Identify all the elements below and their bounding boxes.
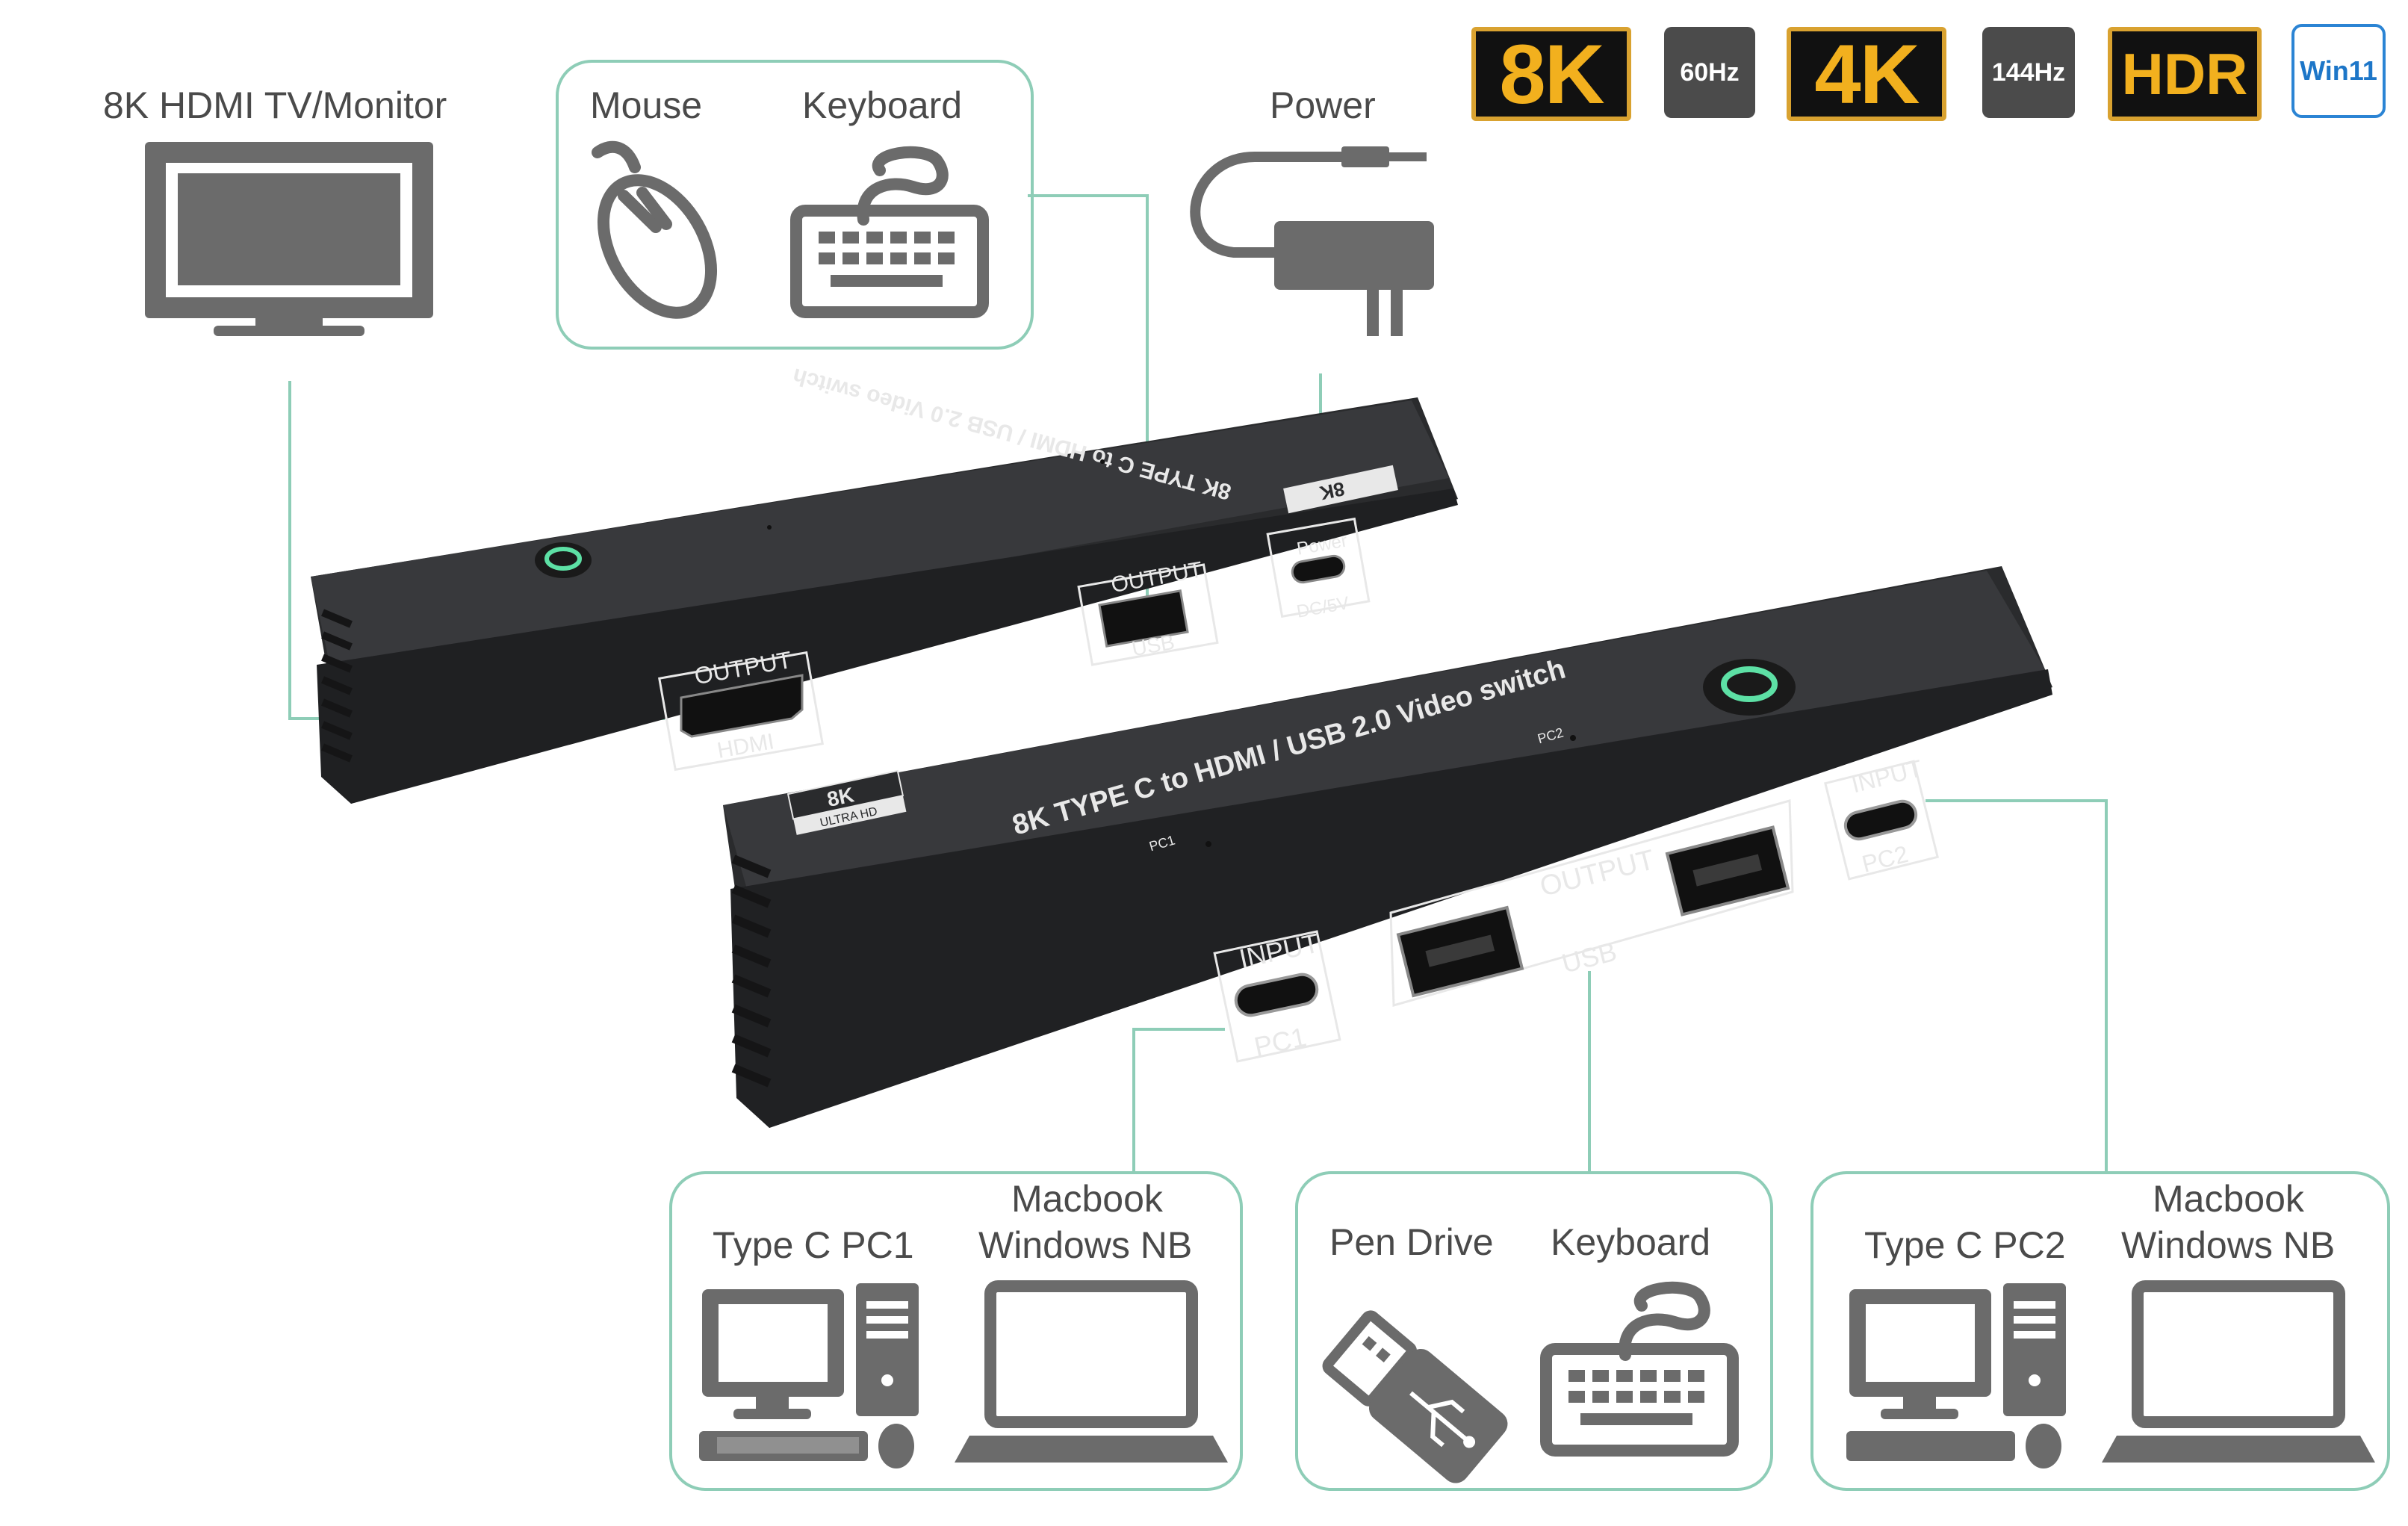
- laptop-1-icon: [955, 1280, 1228, 1463]
- windows-nb-2-label: Windows NB: [2121, 1224, 2336, 1266]
- badge-60hz: 60Hz: [1664, 27, 1755, 118]
- monitor-screen: [178, 173, 400, 285]
- laptop-2-icon: [2102, 1280, 2375, 1463]
- desktop-pc2-icon: [1846, 1283, 2066, 1468]
- mouse-label: Mouse: [590, 84, 703, 126]
- keyboard-bottom-icon: [1540, 1281, 1739, 1457]
- type-c-pc1-label: Type C PC1: [713, 1224, 914, 1266]
- input1-bottom: PC1: [1251, 1021, 1309, 1062]
- line-pc2-to-input: [1926, 799, 2108, 1171]
- type-c-pc2-label: Type C PC2: [1864, 1224, 2066, 1266]
- badge-hdr: HDR: [2108, 27, 2262, 121]
- badge-144hz: 144Hz: [1982, 27, 2075, 118]
- macbook-2-label: Macbook: [2153, 1178, 2304, 1220]
- keyboard-top-icon: [790, 146, 989, 318]
- keyboard-pc1-keys: [717, 1437, 859, 1454]
- desktop-pc1-icon: [699, 1283, 919, 1468]
- pen-drive-icon: [1322, 1310, 1508, 1483]
- back-badge-8k: 8K: [1318, 477, 1347, 504]
- line-pc1-to-input: [1132, 1028, 1225, 1171]
- switch-device-back: 8K TYPE C to HDMI / USB 2.0 Video switch…: [311, 363, 1458, 804]
- usb-front-bottom: USB: [1559, 936, 1620, 979]
- windows-nb-1-label: Windows NB: [978, 1224, 1193, 1266]
- power-label: Power: [1270, 84, 1376, 126]
- mouse-icon: [592, 140, 718, 319]
- monitor-label: 8K HDMI TV/Monitor: [103, 84, 447, 126]
- usb-devices-box: [1295, 1171, 1773, 1491]
- power-port-bottom: DC/5V: [1295, 593, 1350, 622]
- badge-win11: Win11: [2291, 24, 2386, 118]
- keyboard-top-label: Keyboard: [802, 84, 963, 126]
- hdmi-out-bottom: HDMI: [716, 729, 776, 763]
- input2-top: INPUT: [1849, 754, 1925, 798]
- badge-8k: 8K: [1471, 27, 1631, 121]
- power-adapter-icon: [1190, 146, 1434, 336]
- keyboard-bottom-label: Keyboard: [1551, 1221, 1711, 1263]
- badge-4k: 4K: [1787, 27, 1946, 121]
- pen-drive-label: Pen Drive: [1329, 1221, 1494, 1263]
- macbook-1-label: Macbook: [1011, 1178, 1163, 1220]
- input2-bottom: PC2: [1859, 840, 1911, 878]
- input-pc2-port: INPUT PC2: [1824, 754, 1939, 881]
- switch-device-front: 8K TYPE C to HDMI / USB 2.0 Video switch…: [723, 566, 2052, 1128]
- front-badge-8k: 8K: [825, 783, 856, 811]
